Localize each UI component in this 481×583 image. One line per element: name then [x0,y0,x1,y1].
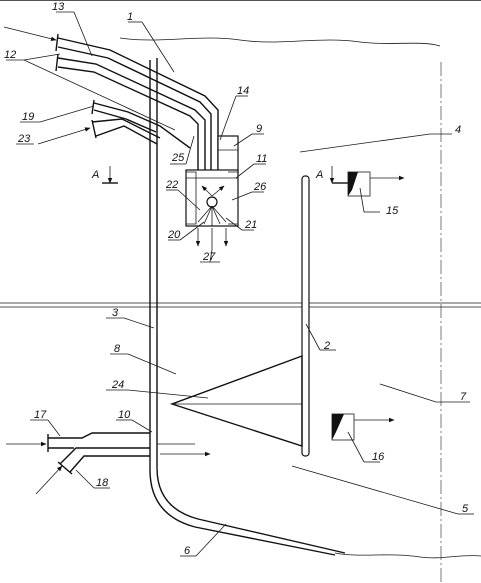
pipe-23-flange [91,119,97,139]
pipe-13-inner [57,46,212,178]
pipe-19 [93,102,191,149]
main-wall-inner [156,58,346,554]
housing-9 [217,135,239,175]
flow-arrow-chamber-left [201,185,213,197]
pipe-18-flange [57,461,73,475]
flow-arrow-chamber-right [211,185,225,197]
break-line-top [119,37,441,47]
element-15 [347,171,405,197]
section-label-a-left: A [91,169,99,181]
label-14: 14 [237,85,249,97]
pipe-13-flange [55,33,59,52]
pipe-12-flange [55,53,59,72]
element-16 [331,413,395,441]
label-25: 25 [171,152,185,164]
pipe-12-inner [57,66,199,178]
label-10: 10 [118,409,131,421]
label-2: 2 [323,340,330,352]
label-12: 12 [4,49,16,61]
pipe-18 [59,447,150,473]
label-3: 3 [112,307,119,319]
label-13: 13 [52,1,65,13]
label-20: 20 [167,229,181,241]
nozzle-20 [206,196,218,208]
label-4: 4 [455,124,461,136]
pipe-23-inner [95,125,158,145]
pipe-19-flange [91,99,95,115]
pipe-12 [57,57,206,178]
label-8: 8 [114,343,121,355]
label-11: 11 [256,153,267,165]
pipe-17 [48,432,150,439]
section-label-a-right: A [315,169,323,181]
flow-arrow-18 [35,465,63,495]
chamber-hatch-left [186,171,197,225]
label-1: 1 [127,11,133,23]
label-22: 22 [165,179,178,191]
label-6: 6 [184,545,191,557]
break-line-bottom [334,552,481,559]
label-26: 26 [253,181,267,193]
label-5: 5 [462,503,469,515]
pipe-19-inner [93,109,157,133]
label-24: 24 [111,379,124,391]
label-7: 7 [460,391,467,403]
main-wall-outer [149,60,336,556]
spray-cone-21 [197,205,227,226]
flow-arrow-23 [37,127,91,145]
label-23: 23 [17,133,31,145]
plate-2 [301,175,310,457]
label-27: 27 [202,251,216,263]
leader-lines [6,11,474,557]
cone-24 [169,354,303,447]
pipe-23 [91,118,161,139]
label-19: 19 [22,111,34,123]
label-16: 16 [372,451,385,463]
label-17: 17 [34,409,47,421]
flow-arrow-13 [3,26,57,41]
label-9: 9 [256,123,262,135]
label-18: 18 [96,477,109,489]
label-15: 15 [386,205,399,217]
pipe-13 [57,37,219,178]
label-21: 21 [244,219,257,231]
